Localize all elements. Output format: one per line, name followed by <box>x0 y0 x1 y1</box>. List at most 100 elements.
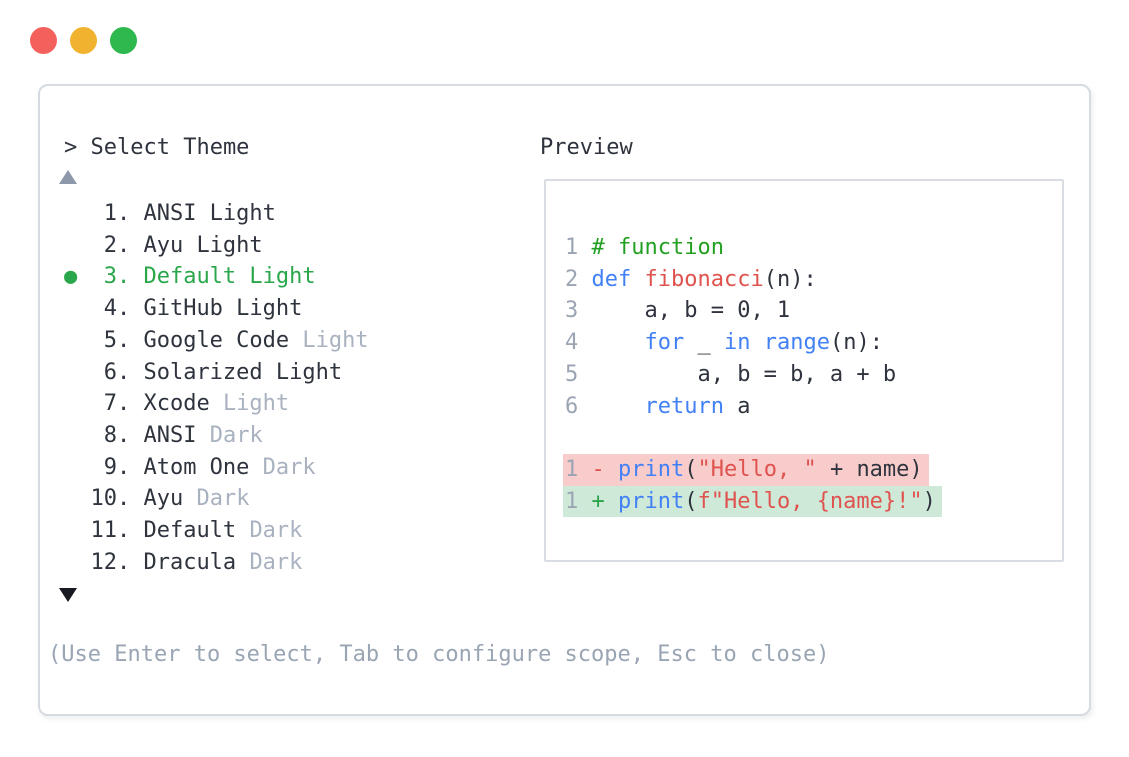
theme-option-12[interactable]: 12. Dracula Dark <box>64 547 369 579</box>
preview-title: Preview <box>540 135 633 160</box>
bullet-spacer <box>64 357 90 389</box>
token-plus: + <box>591 488 618 514</box>
theme-option-label: . ANSI Dark <box>116 422 263 448</box>
theme-option-label: . Xcode Light <box>116 391 290 417</box>
theme-option-number: 4 <box>103 296 117 322</box>
theme-list: 1. ANSI Light 2. Ayu Light●3. Default Li… <box>64 198 369 578</box>
select-theme-prompt: > Select Theme <box>64 135 250 160</box>
code-line-content: 6 return a <box>563 391 756 423</box>
theme-option-number: 3 <box>103 264 117 290</box>
minimize-window-icon[interactable] <box>70 27 97 54</box>
code-line <box>563 422 942 454</box>
theme-option-variant: Dark <box>249 549 303 575</box>
theme-option-variant: Dark <box>249 518 303 544</box>
bullet-spacer <box>64 452 90 484</box>
token-keyword: range <box>763 330 830 356</box>
token-plain: ( <box>684 488 698 514</box>
token-func: fibonacci <box>644 266 764 292</box>
theme-option-number: 5 <box>103 327 117 353</box>
theme-option-variant: Light <box>222 391 290 417</box>
line-number: 1 <box>565 235 579 260</box>
theme-option-variant: Dark <box>262 454 316 480</box>
theme-option-10[interactable]: 10. Ayu Dark <box>64 483 369 515</box>
theme-option-4[interactable]: 4. GitHub Light <box>64 293 369 325</box>
theme-option-11[interactable]: 11. Default Dark <box>64 515 369 547</box>
theme-option-label: . Default Light <box>116 264 316 290</box>
window-controls <box>30 27 137 54</box>
code-line-content: 1 # function <box>563 232 730 264</box>
theme-option-number: 2 <box>103 232 117 258</box>
code-line: 3 a, b = 0, 1 <box>563 295 942 327</box>
code-line: 5 a, b = b, a + b <box>563 359 942 391</box>
bullet-spacer <box>64 547 90 579</box>
code-line-content <box>563 422 584 454</box>
theme-option-variant: Light <box>302 327 369 353</box>
theme-option-6[interactable]: 6. Solarized Light <box>64 357 369 389</box>
token-plain <box>631 267 644 292</box>
line-number: 2 <box>565 266 579 292</box>
scroll-up-icon[interactable] <box>59 170 77 184</box>
code-line: 4 for _ in range(n): <box>563 327 942 359</box>
bullet-spacer <box>64 230 90 262</box>
theme-selector-panel: > Select Theme 1. ANSI Light 2. Ayu Ligh… <box>38 84 1091 716</box>
token-plain: (n): <box>763 266 817 292</box>
token-keyword: def <box>591 266 632 292</box>
code-line-content: 5 a, b = b, a + b <box>563 359 902 391</box>
theme-option-8[interactable]: 8. ANSI Dark <box>64 420 369 452</box>
code-line-content: 4 for _ in range(n): <box>563 327 889 359</box>
theme-option-number: 11 <box>90 518 117 544</box>
theme-option-7[interactable]: 7. Xcode Light <box>64 388 369 420</box>
diff-removed-line: 1- print("Hello, " + name) <box>563 453 942 486</box>
bullet-spacer <box>64 293 90 325</box>
diff-added-line: 1+ print(f"Hello, {name}!") <box>563 485 942 518</box>
token-keyword: for <box>644 330 685 356</box>
theme-option-variant: Dark <box>209 422 263 448</box>
line-number: 1 <box>565 456 579 482</box>
token-keyword: print <box>618 488 685 514</box>
theme-option-label: . ANSI Light <box>116 201 276 226</box>
token-plain: + name) <box>816 456 923 482</box>
theme-option-label: . Ayu Dark <box>116 486 250 512</box>
close-window-icon[interactable] <box>30 27 57 54</box>
token-plain <box>592 330 645 355</box>
line-number: 3 <box>565 298 579 324</box>
theme-option-number: 12 <box>90 549 117 575</box>
token-keyword: print <box>618 456 685 482</box>
keyboard-hint: (Use Enter to select, Tab to configure s… <box>48 642 830 667</box>
selected-dot-icon: ● <box>64 264 78 290</box>
line-number: 5 <box>565 361 579 387</box>
line-number: 4 <box>565 330 579 356</box>
token-plain: (n): <box>829 330 883 356</box>
theme-option-number: 1 <box>103 201 117 226</box>
theme-option-label: . Ayu Light <box>116 232 263 258</box>
theme-option-label: . Solarized Light <box>116 359 343 385</box>
token-plain: a <box>723 393 751 419</box>
theme-option-label: . Dracula Dark <box>116 549 303 575</box>
token-keyword: return <box>644 393 724 419</box>
bullet-spacer <box>64 198 90 230</box>
token-string: f"Hello, {name}!" <box>697 488 923 514</box>
zoom-window-icon[interactable] <box>110 27 137 54</box>
theme-option-label: . GitHub Light <box>116 296 303 322</box>
code-line: 1 # function <box>563 232 942 264</box>
token-keyword: in <box>723 330 751 356</box>
token-minus: - <box>591 456 618 482</box>
theme-option-1[interactable]: 1. ANSI Light <box>64 198 369 230</box>
token-comment: # function <box>591 235 724 260</box>
token-plain: _ <box>684 330 724 356</box>
code-line: 2 def fibonacci(n): <box>563 264 942 296</box>
bullet-spacer <box>64 483 90 515</box>
token-plain <box>592 394 645 419</box>
theme-option-2[interactable]: 2. Ayu Light <box>64 230 369 262</box>
theme-option-number: 7 <box>103 391 117 417</box>
token-plain: a, b = b, a + b <box>591 361 897 387</box>
bullet-spacer <box>64 388 90 420</box>
token-plain: ( <box>684 456 698 482</box>
theme-option-9[interactable]: 9. Atom One Dark <box>64 452 369 484</box>
bullet-spacer <box>64 325 90 357</box>
theme-option-3[interactable]: ● 3. Default Light <box>64 261 369 293</box>
scroll-down-icon[interactable] <box>59 588 77 602</box>
theme-option-5[interactable]: 5. Google Code Light <box>64 325 369 357</box>
